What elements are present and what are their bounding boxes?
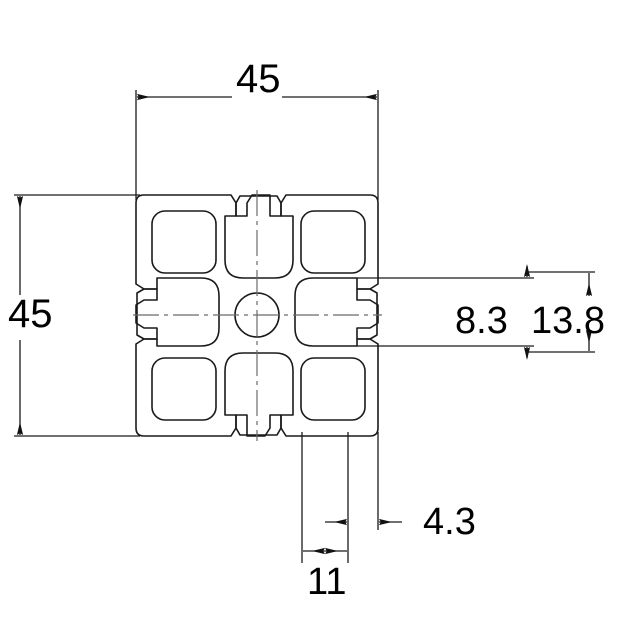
dimension-label-left-height: 45	[8, 292, 53, 336]
dimension-label-slot-8-3: 8.3	[455, 300, 508, 342]
dimension-right-13-8	[527, 271, 595, 353]
dimension-label-slot-13-8: 13.8	[531, 300, 605, 342]
dimension-label-wall-4-3: 4.3	[423, 501, 476, 543]
dimension-left-45	[14, 194, 140, 437]
dimension-top-45	[135, 90, 379, 200]
dimension-label-slot-11: 11	[307, 561, 347, 603]
center-lines	[133, 190, 382, 441]
dimension-bottom-4-3	[377, 432, 402, 530]
dimension-bottom-11	[301, 432, 349, 563]
dimension-label-top-width: 45	[236, 57, 281, 101]
